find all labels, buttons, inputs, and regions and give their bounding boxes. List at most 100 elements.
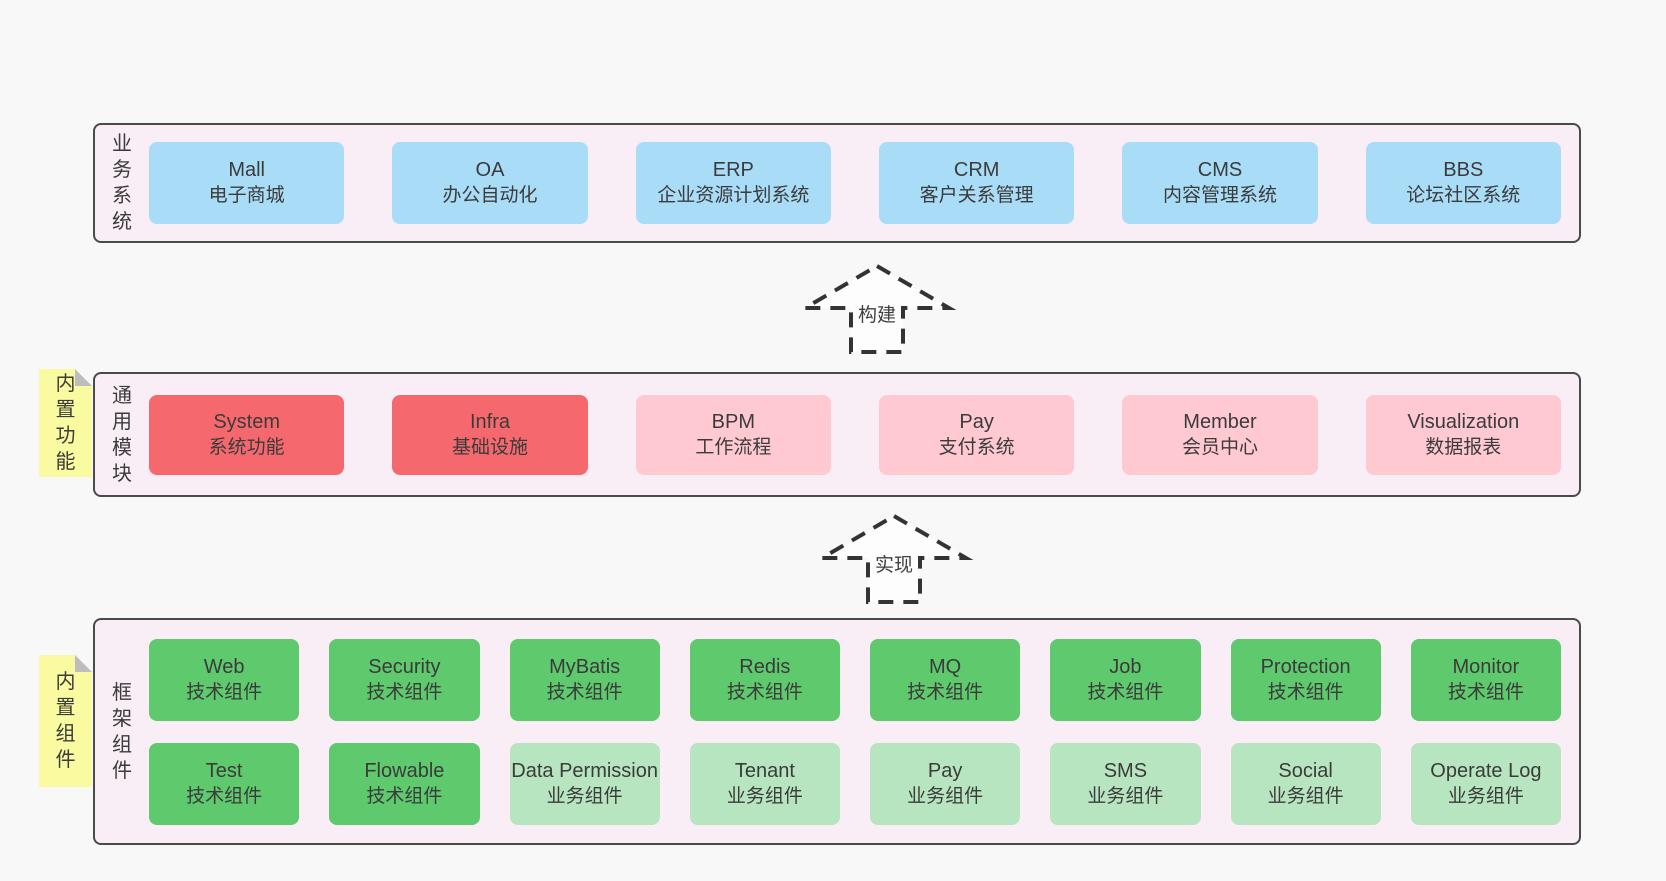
module-name: MQ xyxy=(929,655,962,678)
module-name: Data Permission xyxy=(511,759,658,782)
module-name: BPM xyxy=(711,410,755,433)
module-name: CRM xyxy=(953,159,1000,181)
module-box-member: Member 会员中心 xyxy=(1122,394,1318,475)
module-name: SMS xyxy=(1103,759,1148,782)
module-description: 系统功能 xyxy=(208,436,285,458)
module-description: 技术组件 xyxy=(1087,681,1164,703)
module-description: 工作流程 xyxy=(695,436,772,458)
module-name: Security xyxy=(368,655,441,678)
band-label-common-modules: 通用模块 xyxy=(112,384,132,485)
module-name: Redis xyxy=(739,655,791,678)
module-name: OA xyxy=(475,159,505,181)
module-box-system: System 系统功能 xyxy=(149,394,345,475)
module-name: MyBatis xyxy=(549,655,621,678)
sticky-note-text: 内置功能 xyxy=(55,373,76,473)
band-label-business-systems: 业务系统 xyxy=(112,133,132,233)
module-box-bpm: BPM 工作流程 xyxy=(635,394,831,475)
sticky-note-builtin-components: 内置组件 xyxy=(39,655,92,787)
module-description: 企业资源计划系统 xyxy=(657,185,810,206)
arrow-label-implement: 实现 xyxy=(869,550,919,577)
module-description: 业务组件 xyxy=(1267,785,1344,807)
module-box-mybatis: MyBatis 技术组件 xyxy=(509,638,660,721)
module-box-oa: OA 办公自动化 xyxy=(392,142,588,224)
module-description: 技术组件 xyxy=(366,785,443,807)
module-description: 办公自动化 xyxy=(442,185,538,206)
band-label-framework-components: 框架组件 xyxy=(112,681,132,782)
module-description: 数据报表 xyxy=(1425,436,1502,458)
module-box-pay: Pay 业务组件 xyxy=(870,742,1021,825)
module-description: 技术组件 xyxy=(1447,681,1524,703)
module-description: 技术组件 xyxy=(186,681,263,703)
module-name: Job xyxy=(1109,655,1142,678)
module-description: 技术组件 xyxy=(546,681,623,703)
arrow-label-build: 构建 xyxy=(852,300,902,327)
module-name: Web xyxy=(203,655,245,678)
module-box-test: Test 技术组件 xyxy=(149,742,300,825)
module-box-mall: Mall 电子商城 xyxy=(149,142,345,224)
module-name: Flowable xyxy=(364,759,445,782)
module-description: 业务组件 xyxy=(546,785,623,807)
module-name: System xyxy=(213,410,280,433)
module-box-infra: Infra 基础设施 xyxy=(392,394,588,475)
module-name: CMS xyxy=(1197,159,1243,181)
module-description: 业务组件 xyxy=(726,785,803,807)
module-name: Monitor xyxy=(1452,655,1520,678)
module-description: 内容管理系统 xyxy=(1162,185,1277,206)
module-box-security: Security 技术组件 xyxy=(329,638,480,721)
module-name: Pay xyxy=(927,759,963,782)
module-box-crm: CRM 客户关系管理 xyxy=(878,142,1075,224)
module-box-tenant: Tenant 业务组件 xyxy=(689,742,840,825)
module-description: 业务组件 xyxy=(1447,785,1524,807)
module-description: 业务组件 xyxy=(907,785,984,807)
module-name: BBS xyxy=(1443,159,1484,181)
module-description: 业务组件 xyxy=(1087,785,1164,807)
module-name: Social xyxy=(1278,759,1333,782)
module-description: 技术组件 xyxy=(726,681,803,703)
module-name: Test xyxy=(205,759,243,782)
module-box-social: Social 业务组件 xyxy=(1230,742,1381,825)
module-description: 技术组件 xyxy=(1267,681,1344,703)
module-name: Mall xyxy=(228,159,265,181)
dashed-up-arrow-build: 构建 xyxy=(797,260,957,356)
module-name: ERP xyxy=(712,159,754,181)
module-description: 论坛社区系统 xyxy=(1406,185,1521,206)
module-box-visualization: Visualization 数据报表 xyxy=(1365,394,1561,475)
module-name: Tenant xyxy=(734,759,795,782)
module-box-cms: CMS 内容管理系统 xyxy=(1122,142,1318,224)
module-box-monitor: Monitor 技术组件 xyxy=(1410,638,1561,721)
module-row: Mall 电子商城 OA 办公自动化 ERP 企业资源计划系统 CRM 客户关系管理 CMS 内容… xyxy=(149,142,1561,224)
band-business-systems: 业务系统 Mall 电子商城 OA 办公自动化 ERP 企业资源计划系统 CRM 客户关系管理… xyxy=(93,123,1581,243)
module-name: Infra xyxy=(469,410,510,433)
sticky-note-text: 内置组件 xyxy=(55,671,76,771)
module-description: 支付系统 xyxy=(938,436,1015,458)
sticky-note-builtin-features: 内置功能 xyxy=(39,369,92,477)
module-box-flowable: Flowable 技术组件 xyxy=(329,742,480,825)
module-name: Operate Log xyxy=(1430,759,1542,782)
module-box-erp: ERP 企业资源计划系统 xyxy=(635,142,831,224)
module-box-sms: SMS 业务组件 xyxy=(1050,742,1201,825)
band-rows-business-systems: Mall 电子商城 OA 办公自动化 ERP 企业资源计划系统 CRM 客户关系管理 CMS 内容… xyxy=(149,142,1579,224)
module-description: 会员中心 xyxy=(1181,436,1258,458)
module-name: Visualization xyxy=(1407,410,1520,433)
module-description: 技术组件 xyxy=(186,785,263,807)
module-description: 技术组件 xyxy=(366,681,443,703)
module-name: Member xyxy=(1183,410,1257,433)
dashed-up-arrow-implement: 实现 xyxy=(814,510,974,606)
module-description: 电子商城 xyxy=(208,185,285,206)
module-box-bbs: BBS 论坛社区系统 xyxy=(1365,142,1561,224)
module-description: 客户关系管理 xyxy=(919,185,1034,206)
module-description: 基础设施 xyxy=(451,436,528,458)
module-box-job: Job 技术组件 xyxy=(1050,638,1201,721)
module-box-data-permission: Data Permission 业务组件 xyxy=(509,742,660,825)
module-box-redis: Redis 技术组件 xyxy=(689,638,840,721)
